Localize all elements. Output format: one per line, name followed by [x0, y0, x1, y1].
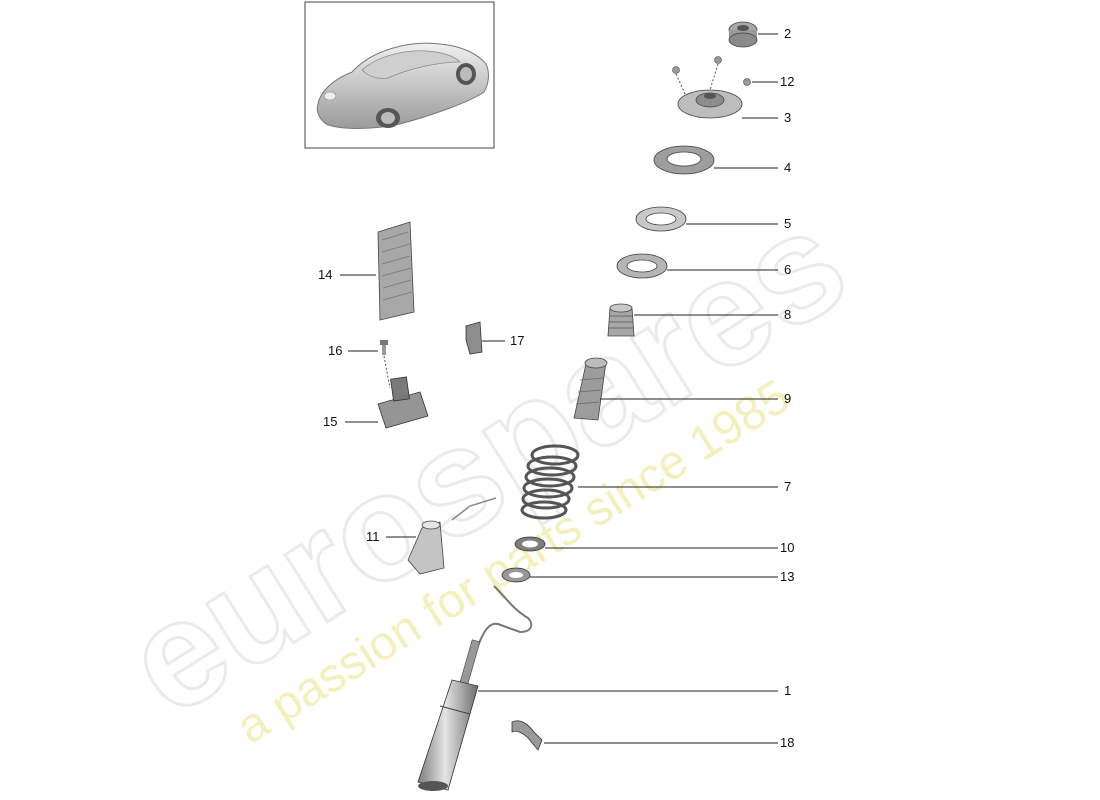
watermark-brand: eurospares — [98, 176, 873, 747]
callout-18: 18 — [780, 735, 794, 750]
vehicle-thumbnail — [304, 1, 495, 149]
callout-4: 4 — [784, 160, 791, 175]
callout-labels: 2 12 3 4 5 6 8 9 7 10 13 1 18 14 16 17 1… — [318, 26, 794, 750]
part-9-dust-boot — [573, 357, 608, 421]
part-10-ring — [514, 536, 546, 552]
callout-6: 6 — [784, 262, 791, 277]
callout-13: 13 — [780, 569, 794, 584]
part-14-control-unit — [377, 221, 415, 321]
callout-12: 12 — [780, 74, 794, 89]
callout-8: 8 — [784, 307, 791, 322]
part-12-nuts — [672, 56, 751, 97]
part-7-coil-spring — [520, 444, 580, 520]
callout-17: 17 — [510, 333, 524, 348]
callout-11: 11 — [366, 529, 380, 544]
callout-16: 16 — [328, 343, 342, 358]
callout-9: 9 — [784, 391, 791, 406]
car-image — [316, 42, 489, 129]
callout-2: 2 — [784, 26, 791, 41]
callout-1: 1 — [784, 683, 791, 698]
sensor-wire — [477, 585, 533, 647]
part-8-bump-stop — [607, 303, 635, 337]
part-15-sensor — [377, 376, 429, 429]
part-1-shock-absorber — [417, 639, 481, 791]
callout-7: 7 — [784, 479, 791, 494]
part-2-nut — [728, 21, 758, 48]
callout-5: 5 — [784, 216, 791, 231]
part-13-ring — [501, 567, 531, 583]
part-5-ring — [635, 206, 687, 232]
callout-3: 3 — [784, 110, 791, 125]
part-4-bearing — [653, 145, 715, 175]
callout-15: 15 — [323, 414, 337, 429]
part-3-strut-mount — [677, 89, 743, 119]
part-18-clip — [511, 720, 543, 751]
watermark: eurospares a passion for parts since 198… — [96, 175, 874, 755]
part-6-ring — [616, 253, 668, 279]
callout-14: 14 — [318, 267, 332, 282]
part-11-sensor — [407, 497, 497, 575]
callout-10: 10 — [780, 540, 794, 555]
leader-lines — [340, 33, 778, 744]
part-16-screw — [380, 340, 391, 389]
part-17-bracket — [465, 321, 483, 355]
